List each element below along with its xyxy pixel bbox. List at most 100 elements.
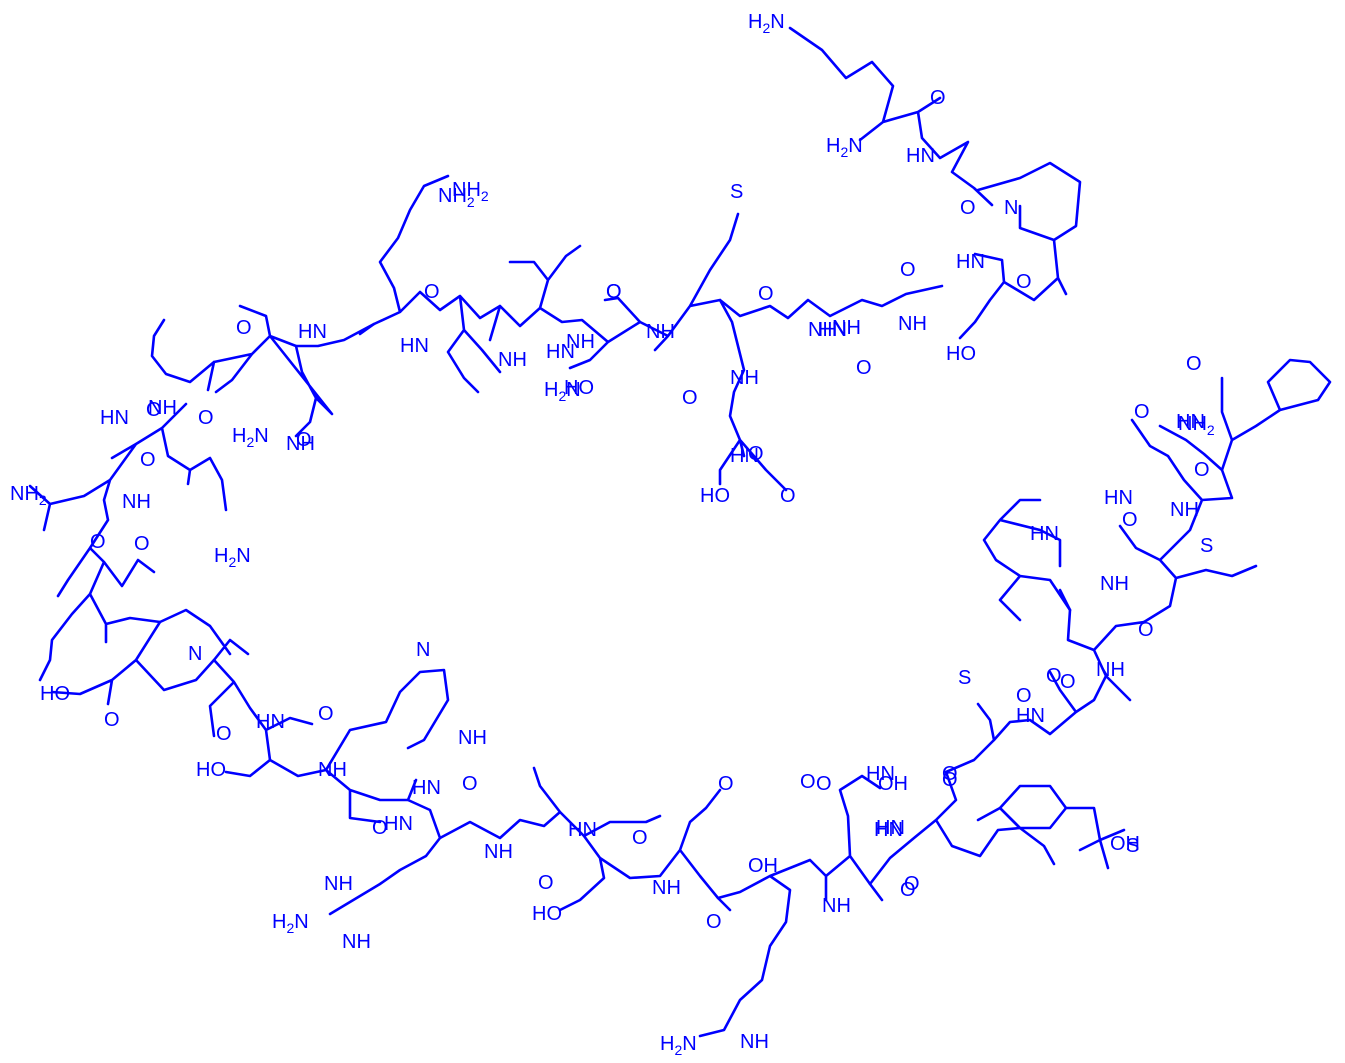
atom-label: NH xyxy=(122,491,151,513)
atom-label: NH xyxy=(832,317,861,339)
atom-label: HN xyxy=(546,341,575,363)
atom-label: O xyxy=(1186,353,1202,375)
atom-label: O xyxy=(372,817,388,839)
atom-label: HN xyxy=(1030,523,1059,545)
atom-label: O xyxy=(318,703,334,725)
atom-label: NH xyxy=(342,931,371,953)
atom-label: O xyxy=(462,773,478,795)
atom-label: HN xyxy=(256,711,285,733)
atom-label: O xyxy=(758,283,774,305)
atom-label: O xyxy=(1046,665,1062,687)
atom-label: HN xyxy=(1176,411,1205,433)
atom-label: O xyxy=(140,449,156,471)
atom-label: HN xyxy=(874,819,903,841)
atom-label: NH xyxy=(652,877,681,899)
atom-label: O xyxy=(146,399,162,421)
atom-label: O xyxy=(538,872,554,894)
atom-label: HN xyxy=(906,145,935,167)
atom-label: HO xyxy=(946,343,976,365)
atom-label: H2N xyxy=(748,11,785,36)
atom-label: O xyxy=(606,281,622,303)
atom-label: O xyxy=(900,879,916,901)
atom-label: O xyxy=(1060,671,1076,693)
atom-label: O xyxy=(930,87,946,109)
atom-label: S xyxy=(1126,835,1139,857)
atom-label: HO xyxy=(532,903,562,925)
atom-label: O xyxy=(90,531,106,553)
atom-label: HN xyxy=(730,445,759,467)
atom-label: H2N xyxy=(232,425,269,450)
atom-label: O xyxy=(960,197,976,219)
atom-label: N xyxy=(1004,197,1018,219)
atom-label: N xyxy=(416,639,430,661)
atom-label: NH xyxy=(822,895,851,917)
atom-label: H2N xyxy=(272,911,309,936)
atom-label: NH xyxy=(458,727,487,749)
atom-label: O xyxy=(632,827,648,849)
atom-label: HN xyxy=(298,321,327,343)
atom-label: O xyxy=(942,769,958,791)
atom-label: HN xyxy=(876,817,905,839)
atom-label: H2N xyxy=(544,379,581,404)
atom-label: NH xyxy=(498,349,527,371)
atom-label: O xyxy=(296,429,312,451)
atom-label: HN xyxy=(412,777,441,799)
atom-label: NH xyxy=(318,759,347,781)
atom-label: HO xyxy=(196,759,226,781)
atom-label: H2N xyxy=(660,1033,697,1058)
atom-label: O xyxy=(424,281,440,303)
atom-label: HN xyxy=(400,335,429,357)
atom-label: O xyxy=(1016,271,1032,293)
atom-label: O xyxy=(1016,685,1032,707)
atom-label: O xyxy=(216,723,232,745)
atom-label: NH xyxy=(808,319,837,341)
atom-label: NH2 xyxy=(438,185,475,210)
atom-label: O xyxy=(816,773,832,795)
atom-label: NH xyxy=(566,331,595,353)
atom-label: O xyxy=(606,281,622,303)
atom-label: NH xyxy=(898,313,927,335)
atom-label: NH2 xyxy=(452,179,489,204)
atom-label: HN xyxy=(866,763,895,785)
atom-label: NH xyxy=(740,1031,769,1053)
atom-label: NH2 xyxy=(10,483,47,508)
atom-label: O xyxy=(718,773,734,795)
atom-label: NH xyxy=(484,841,513,863)
atom-label: O xyxy=(1138,619,1154,641)
atom-label: O xyxy=(1122,509,1138,531)
atom-label: H2N xyxy=(826,135,863,160)
atom-label: NH xyxy=(1100,573,1129,595)
atom-label: O xyxy=(800,771,816,793)
atom-label: HN xyxy=(956,251,985,273)
atom-label: NH xyxy=(324,873,353,895)
atom-label: OH xyxy=(1110,833,1140,855)
atom-label: N xyxy=(188,643,202,665)
atom-label: OH xyxy=(748,855,778,877)
atom-label: HN xyxy=(1104,487,1133,509)
atom-label: NH xyxy=(148,397,177,419)
atom-label: HN xyxy=(384,813,413,835)
atom-label: O xyxy=(942,763,958,785)
atom-label: O xyxy=(1194,459,1210,481)
atom-label: S xyxy=(958,667,971,689)
atom-label: O xyxy=(780,485,796,507)
atom-label: OH xyxy=(878,773,908,795)
atom-label: O xyxy=(198,407,214,429)
atom-label: O xyxy=(904,873,920,895)
atom-label: HO xyxy=(700,485,730,507)
bond-network xyxy=(28,26,1332,1038)
atom-label: S xyxy=(730,181,743,203)
atom-label: S xyxy=(1200,535,1213,557)
atom-label: NH2 xyxy=(1178,413,1215,438)
atom-label: NH xyxy=(730,367,759,389)
atom-label: O xyxy=(706,911,722,933)
atom-label: HN xyxy=(100,407,129,429)
atom-label: H2N xyxy=(214,545,251,570)
atom-label: NH xyxy=(646,321,675,343)
atom-label: NH xyxy=(286,433,315,455)
atom-label: NH xyxy=(1096,659,1125,681)
atom-label: O xyxy=(236,317,252,339)
